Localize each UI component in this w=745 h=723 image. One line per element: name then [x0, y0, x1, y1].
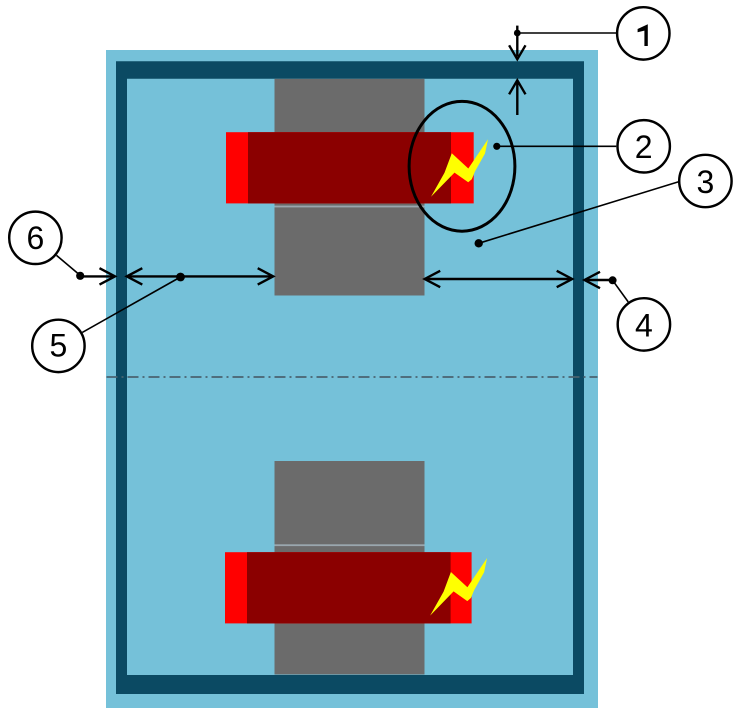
svg-text:3: 3 — [697, 164, 715, 200]
svg-text:5: 5 — [50, 327, 68, 363]
svg-text:6: 6 — [27, 220, 45, 256]
svg-text:2: 2 — [635, 129, 653, 165]
svg-text:4: 4 — [635, 307, 653, 343]
